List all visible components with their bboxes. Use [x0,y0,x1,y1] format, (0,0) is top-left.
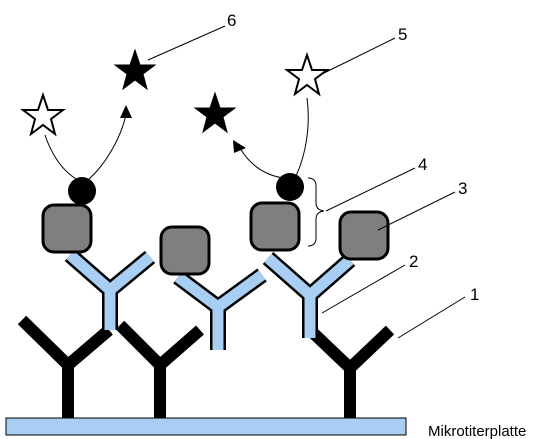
arrowhead-icon [120,105,132,118]
antigen-1 [41,203,93,254]
arrowhead-icon [233,140,246,153]
substrate-star-icon [284,51,330,97]
reaction-arrow-2-in [295,97,309,177]
brace-4 [307,177,325,247]
leader-line-3 [377,191,456,231]
label-2: 2 [409,252,418,271]
detection-antibody-3 [262,251,356,338]
leader-line-2 [321,264,406,314]
label-5: 5 [398,25,407,44]
leader-line-5 [319,37,396,76]
product-star-icon [193,91,237,134]
antigen-4 [338,210,390,261]
antigen-3 [249,201,301,252]
detection-antibody-1 [64,248,156,330]
label-3: 3 [458,179,467,198]
capture-antibody-2 [115,320,166,418]
reaction-arrow-1-in [44,134,79,181]
substrate-star-icon [20,91,66,137]
enzyme-2 [276,173,304,201]
detection-antibodies [64,248,356,350]
leader-line-1 [397,296,466,339]
detection-antibody-2 [173,268,267,350]
microtiter-plate [5,417,407,436]
product-star-icon [113,48,157,91]
label-1: 1 [470,285,479,304]
reaction-arrow-1-out [87,114,127,181]
capture-antibody-1 [17,315,74,418]
capture-antibodies [17,315,395,418]
microtiter-plate-label: Mikrotiterplatte [428,423,526,439]
antigens [41,201,390,276]
leader-line-6 [147,25,226,61]
label-4: 4 [418,155,427,174]
label-6: 6 [227,11,236,30]
antigen-2 [159,225,211,276]
capture-antibody-3 [303,323,356,418]
leader-line-4 [325,167,416,212]
enzyme-1 [68,177,96,205]
reaction-arrow-2-out [239,147,284,179]
